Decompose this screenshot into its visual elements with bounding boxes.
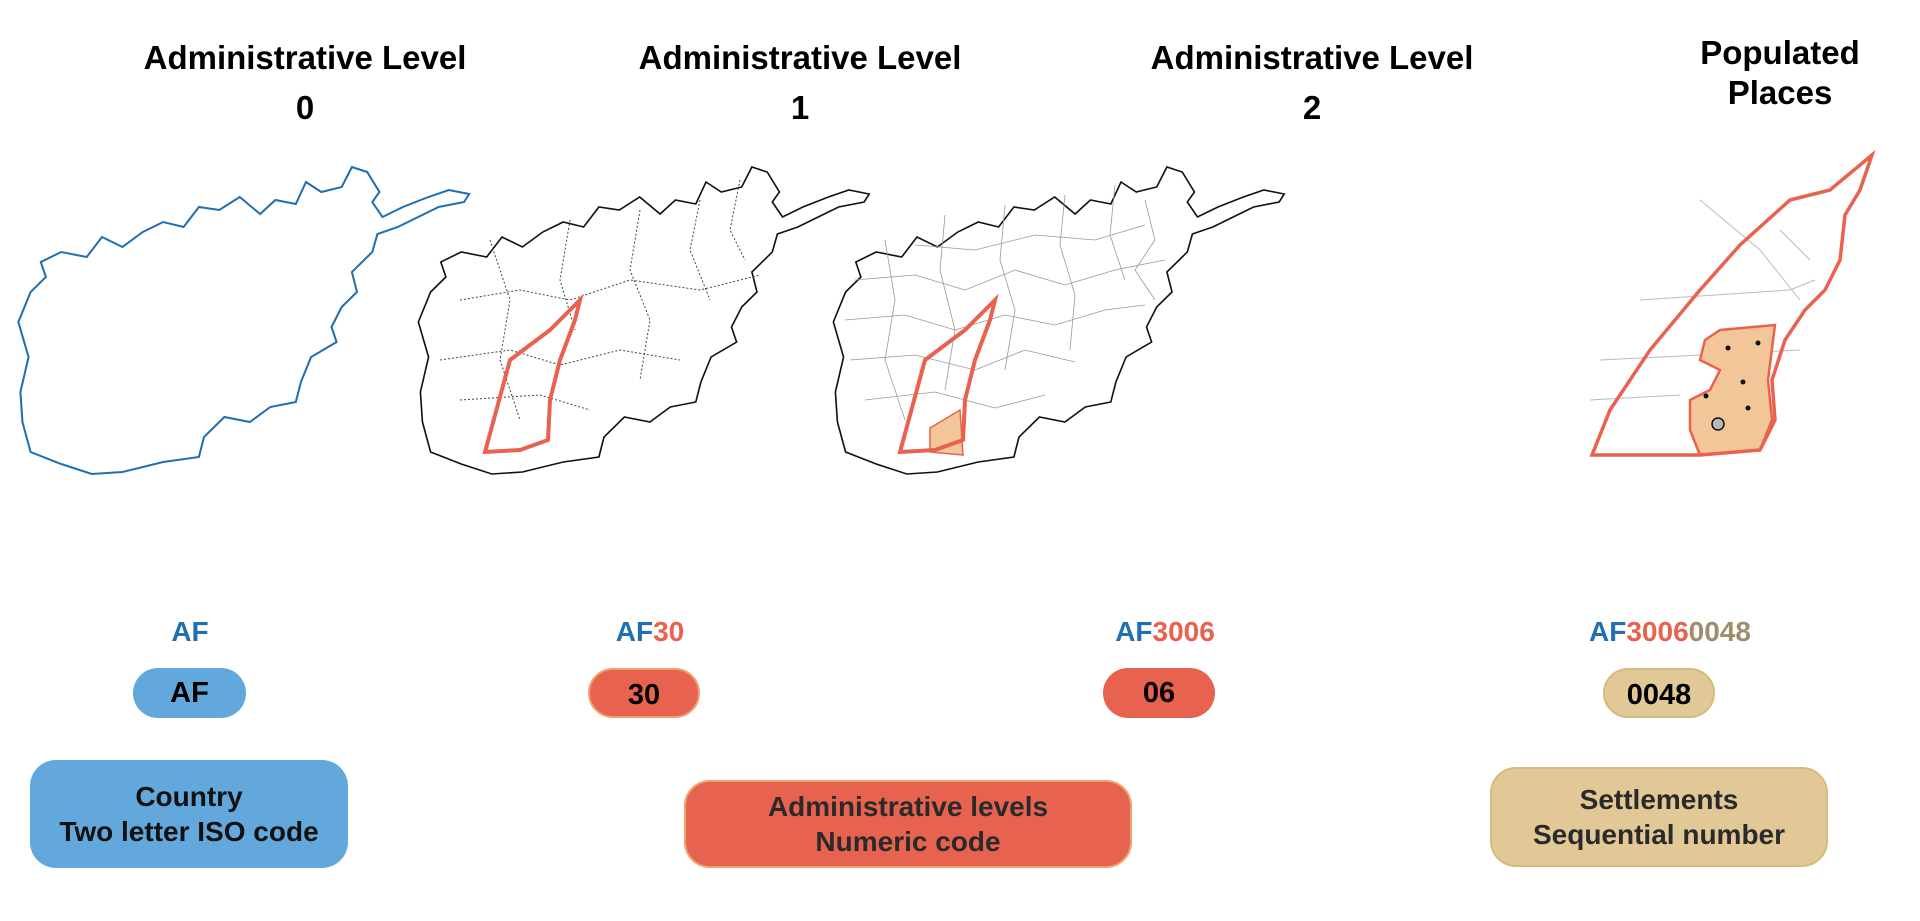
- title-populated-places-line1: Populated: [1700, 34, 1860, 71]
- title-level-1-line2: 1: [790, 89, 810, 126]
- title-level-2-line1: Administrative Level: [1150, 39, 1474, 76]
- title-level-2-line2: 2: [1302, 89, 1322, 126]
- legend-admin-line2: Numeric code: [815, 826, 1001, 857]
- pill-level-1-code: 30: [588, 668, 700, 718]
- settlement-map: [1589, 149, 1876, 457]
- title-populated-places: Populated Places: [1630, 33, 1920, 113]
- code-country-part: AF: [171, 616, 209, 647]
- title-level-0: Administrative Level 0: [105, 33, 505, 133]
- legend-country-line1: Country: [135, 781, 243, 812]
- title-level-0-line1: Administrative Level: [143, 39, 467, 76]
- code-level-2: AF3006: [1090, 615, 1240, 649]
- code-level-0: AF: [130, 615, 250, 649]
- legend-settlement-line2: Sequential number: [1532, 819, 1786, 850]
- title-level-1: Administrative Level 1: [600, 33, 1000, 133]
- code-settlement-part: 0048: [1688, 616, 1751, 647]
- code-country-part: AF: [1589, 616, 1627, 647]
- title-level-0-line2: 0: [295, 89, 315, 126]
- legend-settlement-line1: Settlements: [1579, 784, 1739, 815]
- code-country-part: AF: [615, 616, 654, 647]
- code-level-1: AF30: [590, 615, 710, 649]
- code-populated-places: AF30060048: [1560, 615, 1780, 649]
- code-country-part: AF: [1115, 616, 1153, 647]
- country-outline-map: [17, 165, 471, 476]
- pill-level-2-code: 06: [1103, 668, 1215, 718]
- code-admin-part: 30: [653, 616, 685, 647]
- title-level-1-line1: Administrative Level: [638, 39, 962, 76]
- title-populated-places-line2: Places: [1727, 74, 1833, 111]
- legend-country-line2: Two letter ISO code: [59, 816, 319, 847]
- code-admin-part: 3006: [1152, 616, 1215, 647]
- legend-country: Country Two letter ISO code: [30, 760, 348, 868]
- province-map: [417, 166, 871, 475]
- code-admin-part: 3006: [1626, 616, 1689, 647]
- legend-admin-line1: Administrative levels: [767, 791, 1049, 822]
- district-map: [832, 166, 1286, 475]
- legend-settlement: Settlements Sequential number: [1490, 767, 1828, 867]
- title-level-2: Administrative Level 2: [1112, 33, 1512, 133]
- pill-country-code: AF: [133, 668, 246, 718]
- legend-admin: Administrative levels Numeric code: [684, 780, 1132, 868]
- pill-settlement-code: 0048: [1603, 668, 1715, 718]
